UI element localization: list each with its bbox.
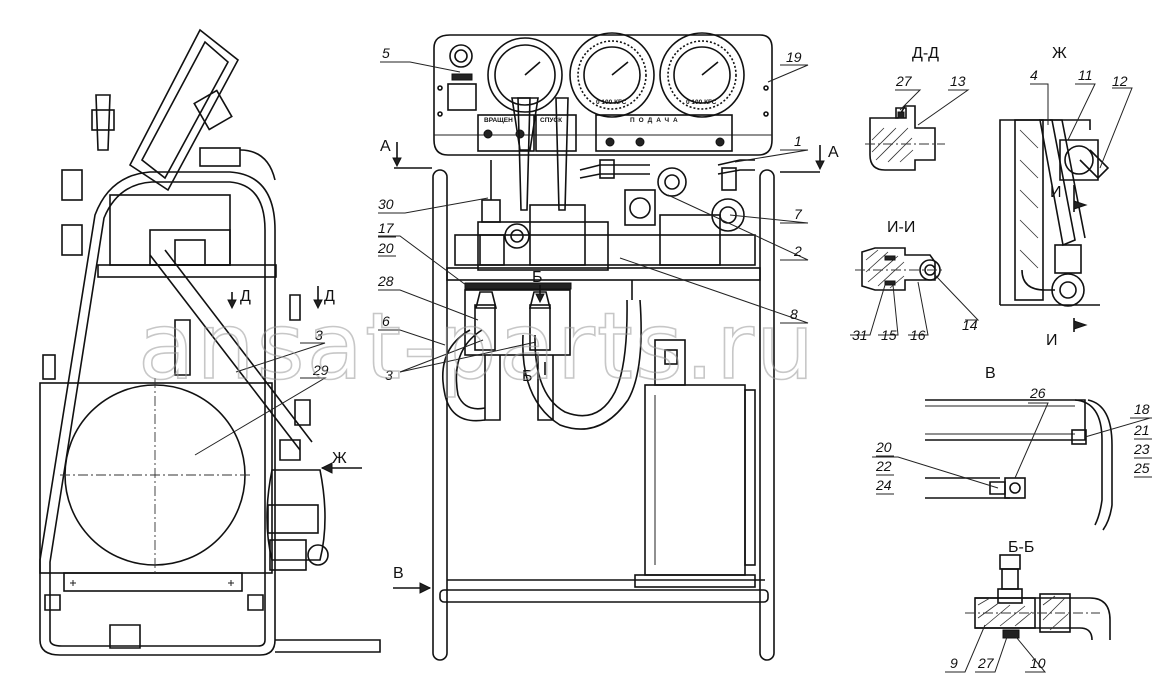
callout-10: 10	[1030, 655, 1046, 671]
callout-20-v: 20	[875, 439, 892, 455]
callout-9: 9	[950, 655, 958, 671]
mark-v-2: В	[985, 365, 996, 382]
callout-16: 16	[910, 327, 926, 343]
callout-3-side: 3	[315, 327, 323, 343]
callout-2: 2	[793, 243, 802, 259]
mark-i-1: И	[1050, 184, 1062, 201]
callout-31: 31	[852, 327, 868, 343]
callout-14: 14	[962, 317, 978, 333]
callout-20: 20	[377, 240, 394, 256]
mark-i-2: И	[1046, 332, 1058, 349]
callout-5: 5	[382, 45, 390, 61]
panel-text: ПОДАЧА ВРАЩЕН СПУСК 0 100 КГС 0 100 КГС	[484, 99, 717, 124]
mark-zh: Ж	[332, 450, 347, 467]
callout-15: 15	[881, 327, 897, 343]
mark-b-1: Б	[532, 269, 543, 286]
callout-27-bb: 27	[977, 655, 995, 671]
section-bb	[965, 554, 1111, 641]
mark-b-2: Б	[522, 368, 533, 385]
mark-d-1: Д	[240, 288, 251, 305]
section-dd	[865, 105, 945, 171]
front-view	[392, 32, 825, 661]
callout-24: 24	[875, 477, 892, 493]
section-dd-title: Д-Д	[912, 45, 939, 62]
callout-27-dd: 27	[895, 73, 913, 89]
callout-30: 30	[378, 196, 394, 212]
callout-underlines	[378, 236, 1152, 495]
panel-vrashch: ВРАЩЕН	[484, 117, 513, 124]
callout-labels: 5 19 1 30 7 2 17 20 28 8 6 3 3 29 27 13 …	[312, 45, 1150, 671]
callout-7: 7	[794, 206, 803, 222]
callout-13: 13	[950, 73, 966, 89]
callout-3-front: 3	[385, 367, 393, 383]
callout-8: 8	[790, 306, 798, 322]
callout-1: 1	[794, 133, 802, 149]
callout-25: 25	[1133, 460, 1150, 476]
section-ii	[855, 247, 945, 291]
callout-22: 22	[875, 458, 892, 474]
gauge-scale-2: 0 100 КГС	[686, 99, 717, 106]
view-labels: Д-Д Ж И-И Б-Б А А Д Д Б Б Ж И И В В	[240, 45, 1067, 582]
callout-12: 12	[1112, 73, 1128, 89]
mark-a-right: А	[828, 144, 839, 161]
mark-d-2: Д	[324, 288, 335, 305]
mark-a-left: А	[380, 138, 391, 155]
watermark: ansat-parts.ru	[138, 293, 816, 400]
gauge-scale-1: 0 100 КГС	[596, 99, 627, 106]
view-zh	[999, 119, 1110, 332]
callout-6: 6	[382, 313, 390, 329]
callout-4: 4	[1030, 67, 1038, 83]
section-bb-title: Б-Б	[1008, 539, 1034, 556]
callout-26: 26	[1029, 385, 1046, 401]
callout-21: 21	[1133, 422, 1150, 438]
callout-29: 29	[312, 362, 329, 378]
mark-v-1: В	[393, 565, 404, 582]
panel-podacha: ПОДАЧА	[630, 117, 682, 124]
section-ii-title: И-И	[887, 219, 915, 236]
callout-28: 28	[377, 273, 394, 289]
view-v	[925, 399, 1113, 531]
callout-19: 19	[786, 49, 802, 65]
callout-18: 18	[1134, 401, 1150, 417]
view-zh-title: Ж	[1052, 45, 1067, 62]
callout-23: 23	[1133, 441, 1150, 457]
callout-11: 11	[1078, 67, 1093, 83]
callout-17: 17	[378, 220, 395, 236]
panel-spusk: СПУСК	[540, 117, 562, 124]
side-view	[39, 28, 381, 656]
